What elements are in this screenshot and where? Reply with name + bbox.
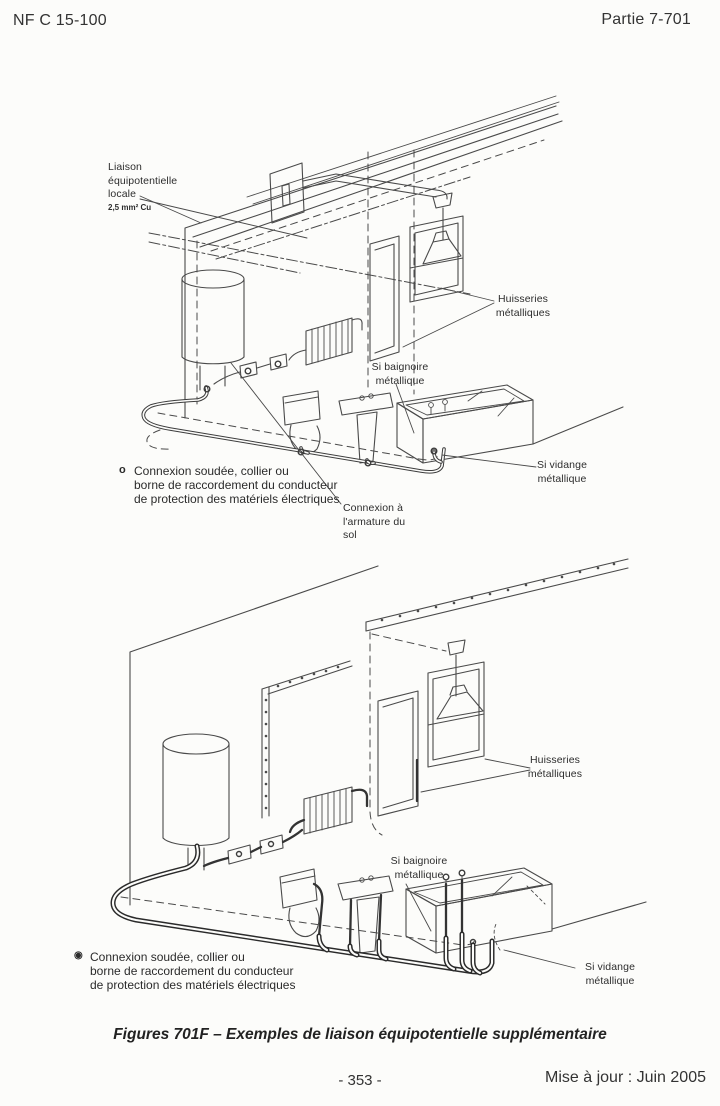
label-armature-sol: Connexion à l'armature du sol: [343, 502, 406, 542]
wall-and-ceiling: [184, 95, 624, 445]
figure-top-drawing: [139, 95, 624, 505]
label-vidange-bottom: Si vidange métallique: [584, 961, 636, 987]
figure-bottom-drawing: [110, 558, 647, 976]
legend-bullet-top: o: [119, 464, 126, 476]
legend-connexion-top: Connexion soudée, collier ou borne de ra…: [134, 464, 340, 507]
window-frame: [427, 661, 485, 768]
door-frame: [377, 690, 419, 817]
floor-bonding-conductor: [141, 385, 446, 474]
label-huisseries-bottom: Huisseries métalliques: [527, 754, 583, 780]
door-frame: [369, 235, 400, 362]
leader-lines: [139, 195, 537, 505]
ceiling-metal-strip: [365, 558, 629, 632]
radiator: [288, 786, 369, 835]
water-heater: [181, 269, 245, 391]
label-vidange-top: Si vidange métallique: [536, 459, 588, 485]
bathtub: [396, 384, 534, 464]
label-huisseries-top: Huisseries métalliques: [495, 293, 551, 319]
window-frame: [409, 215, 464, 303]
junction-box: [269, 162, 448, 224]
page-number: - 353 -: [338, 1072, 382, 1089]
wall-connectors: [202, 828, 304, 868]
label-baignoire-bottom: Si baignoire métallique: [390, 855, 448, 881]
bathtub: [405, 867, 553, 954]
pendant-lamp: [422, 192, 462, 265]
wall-connectors: [213, 353, 288, 385]
label-liaison-equipotentielle: Liaison équipotentielle locale: [108, 161, 178, 201]
corner-metal-strip: [261, 660, 353, 819]
washbasin: [338, 392, 394, 464]
label-baignoire-top: Si baignoire métallique: [371, 361, 429, 387]
part-reference: Partie 7-701: [601, 11, 691, 28]
connection-points: [203, 360, 438, 467]
figure-caption: Figures 701F – Exemples de liaison équip…: [113, 1026, 607, 1043]
pendant-lamp: [436, 639, 484, 720]
washbasin: [337, 875, 394, 954]
leader-lines: [405, 758, 576, 969]
legend-bullet-bottom: ◉: [74, 950, 83, 961]
wall-and-ceiling: [129, 565, 647, 930]
water-heater: [162, 733, 230, 871]
legend-connexion-bottom: Connexion soudée, collier ou borne de ra…: [90, 950, 296, 993]
floor-bonding-conductor: [110, 843, 495, 976]
toilet: [282, 390, 321, 455]
bonding-conductor-dashed: [146, 149, 471, 461]
radiator: [288, 317, 363, 366]
revision-note: Mise à jour : Juin 2005: [545, 1069, 706, 1086]
bonding-conductor-dashed: [120, 631, 501, 951]
standard-reference: NF C 15-100: [13, 12, 107, 29]
label-conductor-spec: 2,5 mm² Cu: [108, 203, 152, 212]
toilet: [279, 868, 324, 938]
